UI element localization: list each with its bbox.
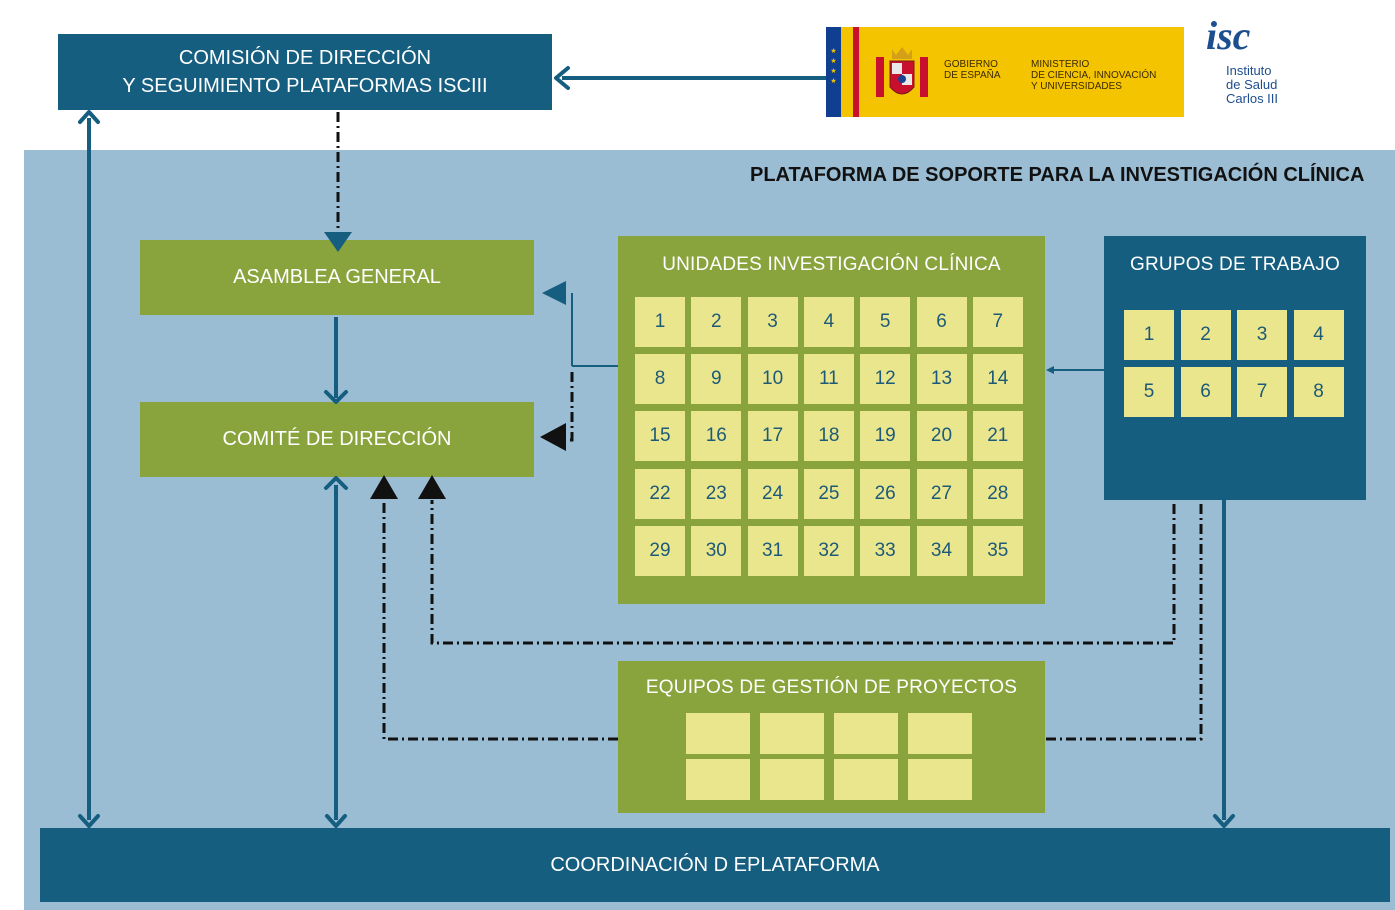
unidad-cell: 3 <box>747 297 798 347</box>
unidad-cell: 31 <box>747 525 798 576</box>
arrowhead-down-icon <box>1213 814 1235 828</box>
grupo-cell: 1 <box>1124 310 1174 360</box>
gobierno-text: GOBIERNO DE ESPAÑA <box>944 59 1001 81</box>
unidad-cell: 21 <box>972 411 1023 462</box>
equipo-cell <box>760 713 824 754</box>
arrowhead-left-icon <box>542 281 566 305</box>
arrowhead-down-icon <box>324 232 352 252</box>
ministerio-text: MINISTERIO DE CIENCIA, INNOVACIÓN Y UNIV… <box>1031 59 1157 92</box>
coordinacion-box: COORDINACIÓN D EPLATAFORMA <box>40 828 1390 902</box>
unidad-cell: 25 <box>803 468 854 519</box>
unidades-title: UNIDADES INVESTIGACIÓN CLÍNICA <box>662 254 1001 275</box>
arrowhead-up-icon <box>78 110 100 124</box>
unidad-cell: 12 <box>860 354 911 405</box>
platform-title: PLATAFORMA DE SOPORTE PARA LA INVESTIGAC… <box>750 164 1365 186</box>
unidad-cell: 8 <box>635 354 685 405</box>
arrowhead-left-icon <box>554 66 570 90</box>
flag-yellow-stripe <box>841 27 853 117</box>
coat-of-arms-icon <box>876 47 928 97</box>
unidad-cell: 9 <box>691 354 742 405</box>
arrowhead-up-icon <box>418 475 446 499</box>
unidad-cell: 34 <box>916 525 967 576</box>
grupo-cell: 5 <box>1124 367 1174 417</box>
coordinacion-label: COORDINACIÓN D EPLATAFORMA <box>550 853 880 876</box>
isciii-logo: isc Instituto de Salud Carlos III <box>1204 14 1294 110</box>
isciii-mark-icon: isc <box>1206 13 1251 58</box>
equipos-box: EQUIPOS DE GESTIÓN DE PROYECTOS <box>618 661 1045 813</box>
isciii-text: Instituto de Salud Carlos III <box>1226 63 1279 106</box>
grupo-cell: 8 <box>1293 367 1344 417</box>
unidad-cell: 26 <box>860 468 911 519</box>
equipo-cell <box>760 759 824 800</box>
unidad-cell: 23 <box>691 468 742 519</box>
unidad-cell: 11 <box>803 354 854 405</box>
unidad-cell: 33 <box>860 525 911 576</box>
comite-direccion-label: COMITÉ DE DIRECCIÓN <box>222 428 452 450</box>
asamblea-general-box: ASAMBLEA GENERAL <box>140 240 534 315</box>
equipo-cell <box>908 713 972 754</box>
unidad-cell: 10 <box>747 354 798 405</box>
unidad-cell: 22 <box>635 468 685 519</box>
unidad-cell: 20 <box>916 411 967 462</box>
unidad-cell: 35 <box>972 525 1023 576</box>
unidad-cell: 16 <box>691 411 742 462</box>
unidad-cell: 18 <box>803 411 854 462</box>
equipos-title: EQUIPOS DE GESTIÓN DE PROYECTOS <box>645 677 1018 698</box>
grupo-cell: 4 <box>1293 310 1344 360</box>
comite-direccion-box: COMITÉ DE DIRECCIÓN <box>140 402 534 477</box>
unidad-cell: 7 <box>972 297 1023 347</box>
flag-red-stripe-2 <box>853 27 859 117</box>
unidad-cell: 14 <box>972 354 1023 405</box>
grupos-title: GRUPOS DE TRABAJO <box>1130 254 1340 275</box>
equipo-cell <box>686 759 750 800</box>
unidad-cell: 4 <box>803 297 854 347</box>
arrowhead-down-icon <box>324 390 348 404</box>
unidad-cell: 5 <box>860 297 911 347</box>
unidad-cell: 15 <box>635 411 685 462</box>
arrowhead-left-icon <box>1046 366 1054 374</box>
commission-line-1: COMISIÓN DE DIRECCIÓN <box>178 47 432 69</box>
asamblea-general-label: ASAMBLEA GENERAL <box>233 266 441 288</box>
commission-line-2: Y SEGUIMIENTO PLATAFORMAS ISCIII <box>122 75 488 97</box>
arrowhead-down-icon <box>325 814 347 828</box>
unidad-cell: 19 <box>860 411 911 462</box>
unidad-cell: 6 <box>916 297 967 347</box>
unidad-cell: 32 <box>803 525 854 576</box>
equipo-cell <box>686 713 750 754</box>
unidad-cell: 28 <box>972 468 1023 519</box>
equipo-cell <box>908 759 972 800</box>
unidad-cell: 1 <box>635 297 685 347</box>
equipo-cell <box>834 759 898 800</box>
arrowhead-down-icon <box>78 814 100 828</box>
eu-flag-icon: ★★★★ <box>826 27 841 117</box>
equipos-comite-dashed-line <box>382 500 618 741</box>
government-logo: ★★★★ GOBIERNO DE ESPAÑA MINISTERIO DE CI… <box>826 27 1184 117</box>
equipo-cell <box>834 713 898 754</box>
unidad-cell: 17 <box>747 411 798 462</box>
unidad-cell: 24 <box>747 468 798 519</box>
commission-box: COMISIÓN DE DIRECCIÓN Y SEGUIMIENTO PLAT… <box>58 34 552 110</box>
unidad-cell: 2 <box>691 297 742 347</box>
grupo-cell: 2 <box>1180 310 1231 360</box>
arrowhead-up-icon <box>324 476 348 490</box>
unidad-cell: 30 <box>691 525 742 576</box>
arrowhead-up-icon <box>370 475 398 499</box>
grupo-cell: 7 <box>1237 367 1287 417</box>
grupos-comite-dashed-line <box>430 500 1176 645</box>
grupo-cell: 3 <box>1237 310 1287 360</box>
unidad-cell: 27 <box>916 468 967 519</box>
unidad-cell: 29 <box>635 525 685 576</box>
arrowhead-left-icon <box>540 423 566 451</box>
unidades-comite-dashed-line <box>566 372 574 442</box>
grupo-cell: 6 <box>1180 367 1231 417</box>
grupos-equipos-dashed-line <box>1045 504 1203 741</box>
unidad-cell: 13 <box>916 354 967 405</box>
